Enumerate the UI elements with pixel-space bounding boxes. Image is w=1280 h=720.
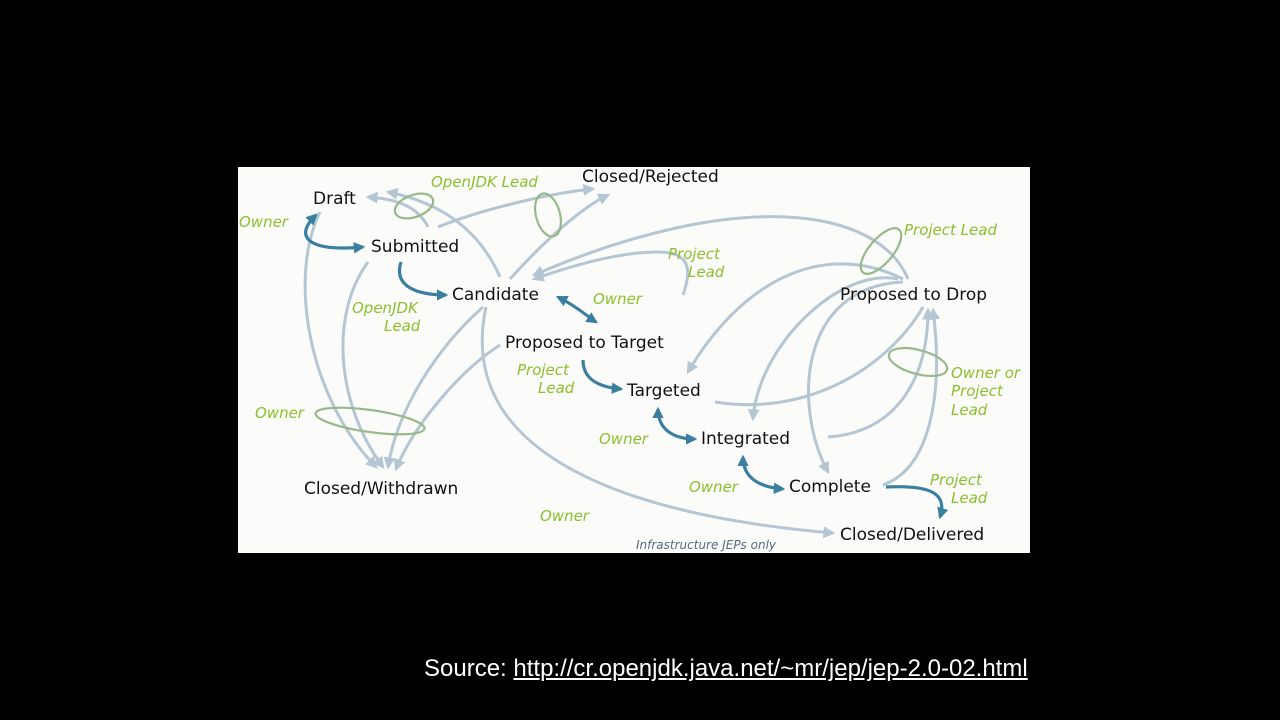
approver-rings (314, 192, 949, 436)
role-project-lead-target-2: Lead (538, 379, 575, 397)
role-openjdk-mid-2: Lead (384, 317, 421, 335)
role-openjdk-lead-top: OpenJDK Lead (431, 173, 538, 191)
role-project-lead-target-1: Project (517, 361, 570, 379)
arrow-candidate-target (555, 295, 598, 324)
blue-transitions (304, 213, 949, 520)
ring-openjdk-lead-top (393, 192, 435, 220)
state-candidate: Candidate (452, 285, 539, 305)
source-caption: Source: http://cr.openjdk.java.net/~mr/j… (424, 655, 1028, 683)
ring-owner-or-project-lead (887, 346, 949, 378)
role-project-lead-top-2: Lead (688, 263, 725, 281)
grey-transitions (303, 183, 941, 539)
arrow-candidate-rejected (508, 193, 611, 281)
state-diagram-svg: Draft Submitted Candidate Closed/Rejecte… (239, 167, 1021, 552)
arrow-submitted-draft (365, 191, 430, 228)
arrow-targeted-integrated (652, 406, 698, 445)
role-owner-or-3: Lead (951, 401, 988, 419)
role-owner-draft: Owner (239, 213, 289, 231)
state-closed-withdrawn: Closed/Withdrawn (304, 479, 458, 499)
role-owner-bottom: Owner (540, 507, 590, 525)
arrow-complete-drop (882, 307, 941, 487)
role-labels: Owner OpenJDK Lead OpenJDK Lead Owner Pr… (239, 173, 1021, 525)
role-owner-left: Owner (255, 404, 305, 422)
arrow-integrated-drop (827, 307, 934, 439)
note-infrastructure: Infrastructure JEPs only (636, 538, 777, 552)
arrow-submitted-rejected (437, 183, 596, 229)
state-submitted: Submitted (371, 237, 459, 257)
state-proposed-to-drop: Proposed to Drop (840, 285, 987, 305)
role-owner-or-1: Owner or (951, 364, 1021, 382)
ring-openjdk-lead-rejected (533, 192, 563, 238)
state-draft: Draft (313, 189, 356, 209)
role-project-lead-complete-2: Lead (951, 489, 988, 507)
role-owner-or-2: Project (951, 382, 1004, 400)
role-openjdk-mid-1: OpenJDK (352, 299, 419, 317)
role-project-lead-drop: Project Lead (904, 221, 997, 239)
arrow-target-targeted (581, 359, 624, 394)
role-project-lead-complete-1: Project (930, 471, 983, 489)
state-closed-rejected: Closed/Rejected (582, 167, 719, 187)
arrow-target-candidate (531, 250, 690, 296)
source-link[interactable]: http://cr.openjdk.java.net/~mr/jep/jep-2… (513, 655, 1028, 682)
arrow-candidate-delivered (480, 306, 836, 539)
state-targeted: Targeted (626, 381, 701, 401)
role-owner-candidate: Owner (593, 290, 643, 308)
ring-owner-left (314, 406, 426, 436)
state-closed-delivered: Closed/Delivered (840, 525, 984, 545)
state-integrated: Integrated (701, 429, 790, 449)
arrow-submitted-candidate (397, 261, 449, 301)
arrow-candidate-withdrawn (383, 305, 484, 470)
role-owner-targeted: Owner (599, 430, 649, 448)
ring-project-lead-drop (859, 227, 903, 275)
arrow-submitted-withdrawn (341, 261, 385, 469)
arrow-drop-complete (807, 280, 904, 475)
arrow-target-withdrawn (394, 343, 501, 472)
role-project-lead-top-1: Project (668, 245, 721, 263)
arrow-drop-targeted (686, 262, 904, 375)
arrow-drop-integrated (747, 276, 899, 422)
role-owner-integrated: Owner (689, 478, 739, 496)
states: Draft Submitted Candidate Closed/Rejecte… (304, 167, 987, 545)
arrow-draft-withdrawn (303, 211, 378, 469)
jep-process-diagram: Draft Submitted Candidate Closed/Rejecte… (238, 167, 1030, 553)
state-proposed-to-target: Proposed to Target (505, 333, 664, 353)
arrow-drop-candidate (531, 215, 910, 280)
arrow-targeted-drop (714, 306, 925, 407)
state-complete: Complete (789, 477, 871, 497)
source-label: Source: (424, 655, 514, 682)
arrow-complete-delivered (885, 485, 949, 520)
arrow-draft-submitted (304, 213, 366, 254)
arrow-integrated-complete (737, 454, 786, 495)
